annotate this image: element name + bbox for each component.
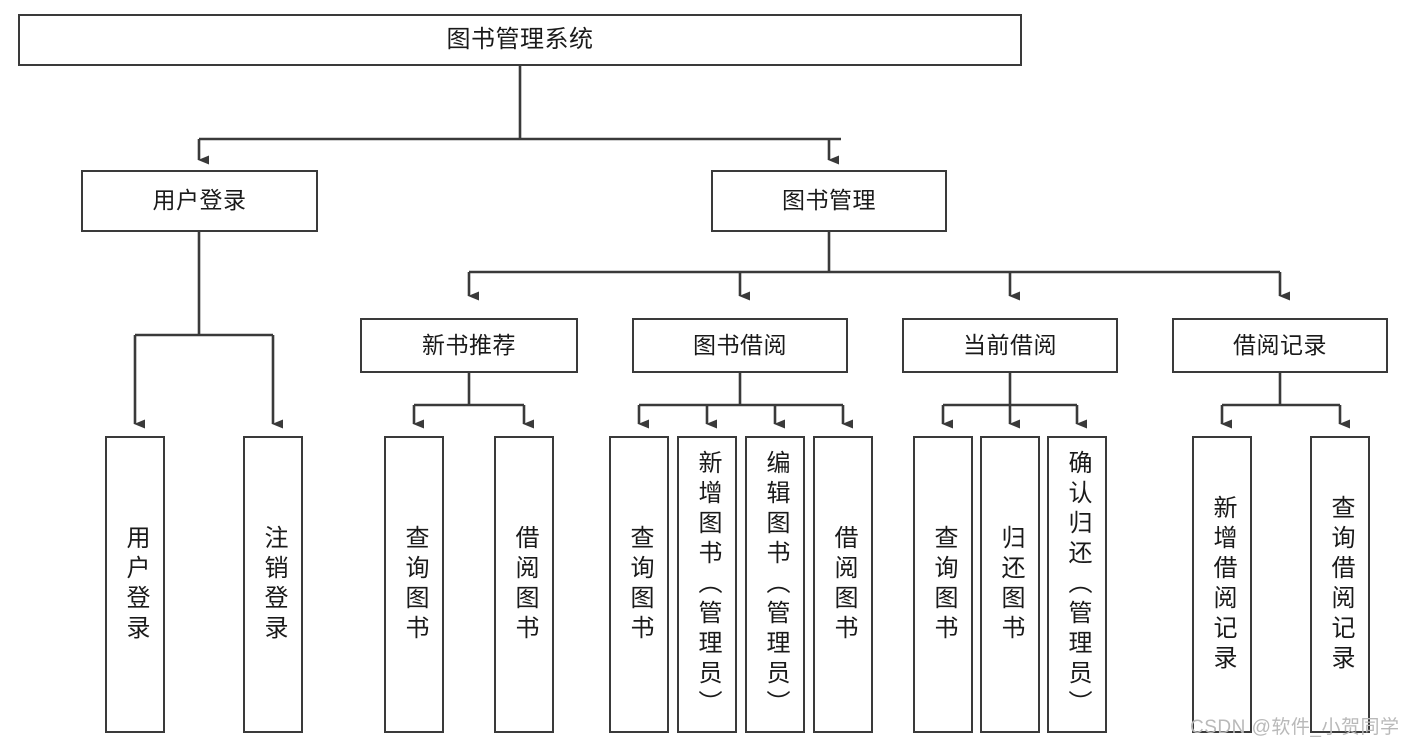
node-label: 查询图书 [930,524,957,645]
node-label: 归还图书 [997,524,1024,645]
node-leaf-add-book-admin[interactable]: 新增图书（管理员） [677,436,737,733]
node-book-management[interactable]: 图书管理 [711,170,947,232]
node-leaf-borrow-book-recommend[interactable]: 借阅图书 [494,436,554,733]
node-current-borrow[interactable]: 当前借阅 [902,318,1118,373]
node-leaf-query-borrow-record[interactable]: 查询借阅记录 [1310,436,1370,733]
node-leaf-add-borrow-record[interactable]: 新增借阅记录 [1192,436,1252,733]
node-book-borrow[interactable]: 图书借阅 [632,318,848,373]
node-label: 用户登录 [122,524,149,645]
node-label: 查询借阅记录 [1327,494,1354,675]
node-leaf-query-book-borrow[interactable]: 查询图书 [609,436,669,733]
node-label: 图书管理 [782,187,876,214]
node-label: 借阅图书 [830,524,857,645]
node-leaf-query-book-recommend[interactable]: 查询图书 [384,436,444,733]
node-label: 查询图书 [626,524,653,645]
node-label: 查询图书 [401,524,428,645]
csdn-watermark: CSDN @软件_小贺同学 [1190,717,1400,738]
node-label: 图书管理系统 [446,25,594,53]
node-leaf-confirm-return-admin[interactable]: 确认归还（管理员） [1047,436,1107,733]
node-label: 借阅记录 [1233,331,1327,358]
node-leaf-borrow-book[interactable]: 借阅图书 [813,436,873,733]
node-new-book-recommend[interactable]: 新书推荐 [360,318,578,373]
node-label: 当前借阅 [963,331,1057,358]
node-leaf-user-login[interactable]: 用户登录 [105,436,165,733]
node-label: 新增借阅记录 [1209,494,1236,675]
node-leaf-edit-book-admin[interactable]: 编辑图书（管理员） [745,436,805,733]
node-label: 注销登录 [260,524,287,645]
node-label: 新增图书（管理员） [694,449,721,720]
node-user-login[interactable]: 用户登录 [81,170,318,232]
node-label: 借阅图书 [511,524,538,645]
node-borrow-record[interactable]: 借阅记录 [1172,318,1388,373]
node-label: 图书借阅 [693,331,787,358]
node-leaf-logout-login[interactable]: 注销登录 [243,436,303,733]
node-root-book-management-system[interactable]: 图书管理系统 [18,14,1022,66]
node-leaf-query-book-current[interactable]: 查询图书 [913,436,973,733]
node-leaf-return-book[interactable]: 归还图书 [980,436,1040,733]
node-label: 用户登录 [152,187,247,214]
node-label: 新书推荐 [422,331,516,358]
node-label: 确认归还（管理员） [1064,449,1091,720]
node-label: 编辑图书（管理员） [762,449,789,720]
